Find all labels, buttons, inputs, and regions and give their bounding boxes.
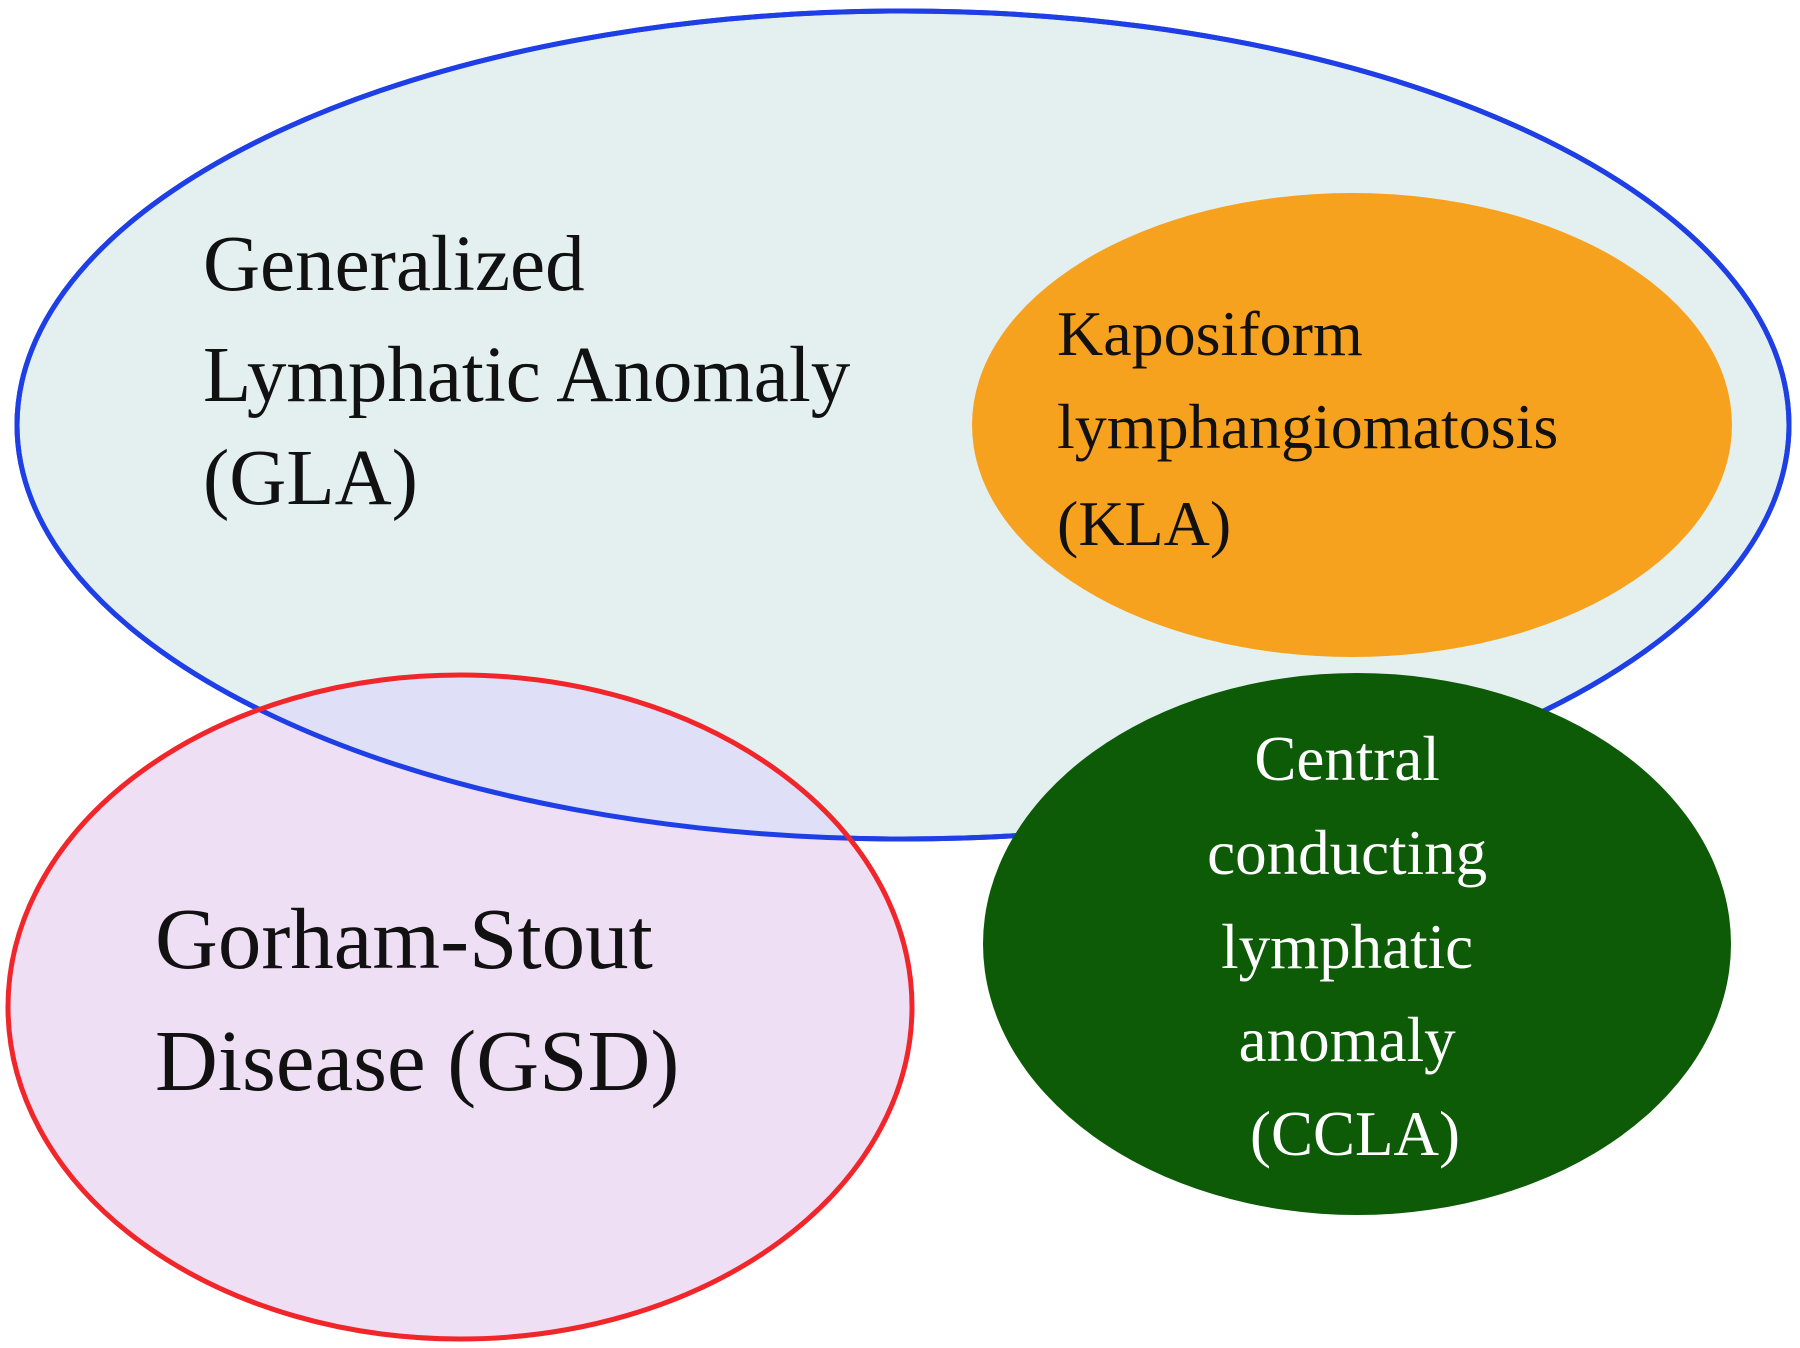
gla-label: Generalized Lymphatic Anomaly (GLA)	[203, 221, 870, 522]
gsd-label: Gorham-Stout Disease (GSD)	[155, 890, 679, 1109]
kla-label: Kaposiform lymphangiomatosis (KLA)	[1057, 298, 1574, 559]
gsd-label-line-2: Disease (GSD)	[155, 1012, 679, 1109]
ccla-label-line-1: Central	[1254, 724, 1439, 794]
kla-ellipse	[972, 193, 1732, 657]
ccla-label-line-5: (CCLA)	[1250, 1099, 1460, 1169]
gsd-label-line-1: Gorham-Stout	[155, 890, 653, 987]
gla-label-line-1: Generalized	[203, 221, 585, 308]
ccla-label-line-3: lymphatic	[1221, 912, 1473, 982]
gla-ellipse-outline	[14, 8, 1792, 842]
kla-label-line-1: Kaposiform	[1057, 298, 1363, 369]
ccla-label: Central conducting lymphatic anomaly (CC…	[1207, 724, 1503, 1169]
gla-label-line-2: Lymphatic Anomaly	[203, 332, 851, 419]
ccla-label-line-2: conducting	[1207, 818, 1487, 888]
kla-label-line-3: (KLA)	[1057, 488, 1231, 559]
ccla-ellipse	[983, 673, 1731, 1215]
gsd-ellipse-outline	[5, 672, 915, 1342]
gla-label-line-3: (GLA)	[203, 435, 418, 522]
ccla-label-line-4: anomaly	[1239, 1005, 1456, 1075]
gsd-ellipse	[8, 675, 912, 1339]
kla-label-line-2: lymphangiomatosis	[1057, 391, 1558, 462]
